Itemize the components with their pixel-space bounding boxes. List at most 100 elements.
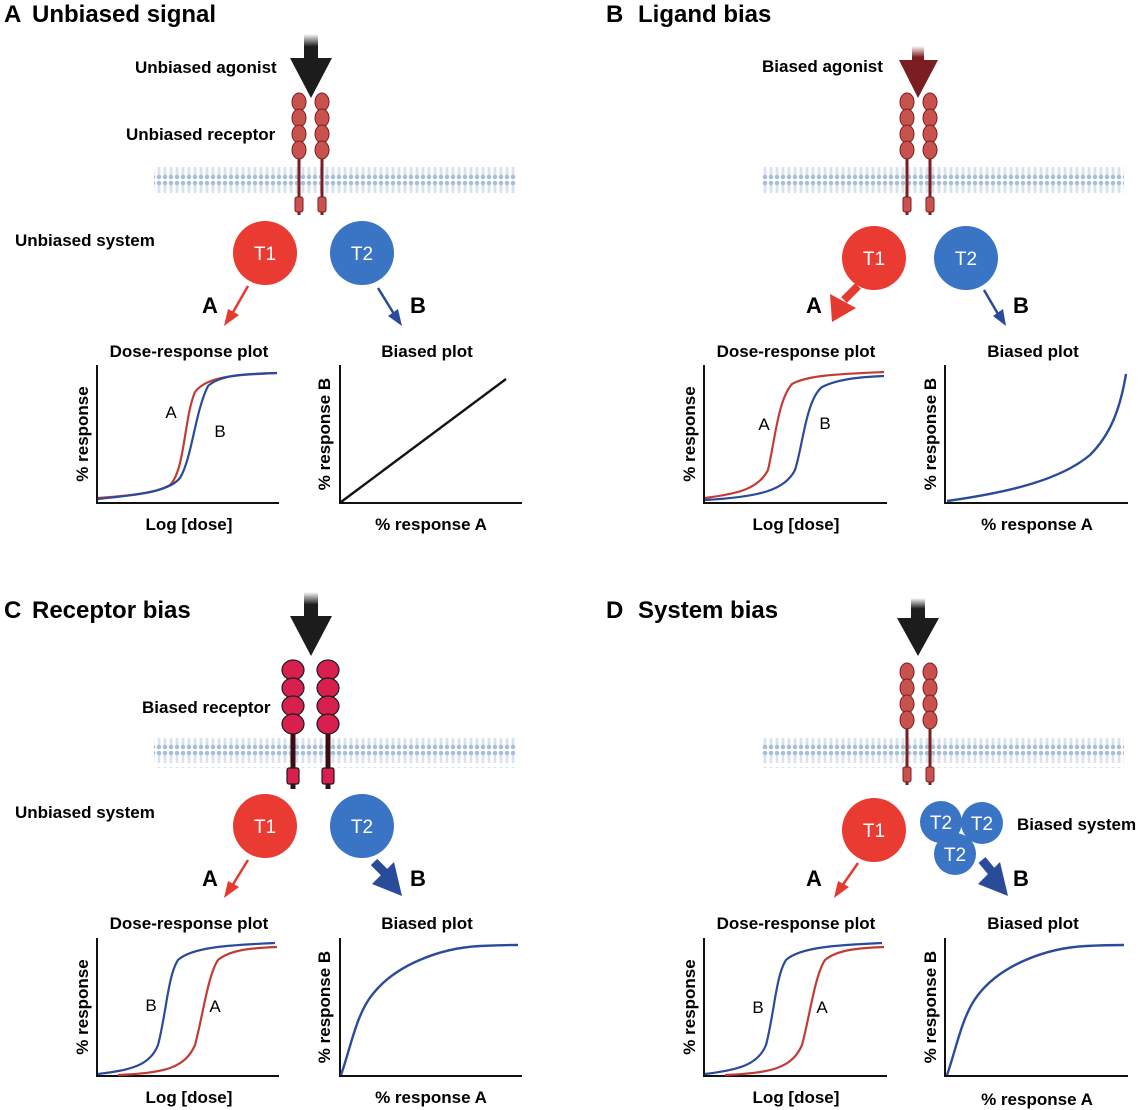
target-t2: T2 — [934, 226, 998, 290]
biased-plot: Biased plot % response A % response B — [315, 914, 522, 1107]
agonist-arrow — [290, 592, 332, 656]
pathway-b-label: B — [410, 293, 426, 318]
bias-x-label: % response A — [981, 1090, 1093, 1109]
bias-plot-title: Biased plot — [987, 914, 1079, 933]
t1-label: T1 — [254, 244, 276, 265]
bias-plot-axes — [944, 938, 1128, 1077]
bias-curve — [339, 943, 519, 1076]
system-label: Biased system — [1017, 815, 1136, 834]
dose-plot-axes — [703, 938, 887, 1077]
receptor — [899, 92, 938, 215]
pathway-b-label: B — [1013, 293, 1029, 318]
dose-plot-title: Dose-response plot — [110, 914, 269, 933]
dose-x-label: Log [dose] — [146, 515, 233, 534]
agonist-label: Biased agonist — [762, 57, 883, 76]
pathway-b-arrow — [376, 287, 402, 326]
cell-membrane — [762, 165, 1124, 195]
cell-membrane — [762, 738, 1124, 768]
system-label: Unbiased system — [15, 231, 155, 250]
bias-plot-title: Biased plot — [381, 914, 473, 933]
bias-plot-axes — [339, 365, 522, 504]
dose-x-label: Log [dose] — [146, 1088, 233, 1107]
bias-y-label: % response B — [921, 378, 940, 490]
bias-x-label: % response A — [981, 515, 1093, 534]
t2-label: T2 — [351, 817, 373, 838]
target-t1: T1 — [842, 798, 906, 862]
dose-curve-a — [724, 945, 885, 1077]
pathway-a-label: A — [806, 866, 822, 891]
bias-curve — [945, 943, 1125, 1076]
dose-plot-axes — [96, 365, 279, 504]
dose-curve-b — [97, 371, 278, 501]
t2-label: T2 — [955, 249, 977, 270]
dose-plot-axes — [703, 365, 887, 504]
t1-label: T1 — [254, 817, 276, 838]
receptor-label: Unbiased receptor — [126, 125, 276, 144]
pathway-b-label: B — [410, 866, 426, 891]
pathway-b-arrow-thick — [978, 857, 1008, 896]
agonist-arrow — [897, 598, 939, 656]
cell-membrane — [154, 738, 516, 768]
dose-plot-axes — [96, 938, 279, 1077]
dose-response-plot: Dose-response plot B A Log [dose] % resp… — [680, 914, 887, 1107]
pathway-b-arrow — [982, 289, 1006, 326]
dose-curve-b — [704, 941, 883, 1076]
dose-curve-b — [97, 941, 276, 1076]
bias-y-label: % response B — [921, 951, 940, 1063]
bias-plot-title: Biased plot — [381, 342, 473, 361]
t2-label: T2 — [971, 814, 993, 835]
biased-agonist-arrow — [899, 46, 938, 98]
dose-response-plot: Dose-response plot A B Log [dose] % resp… — [73, 342, 279, 534]
panel-title: Receptor bias — [32, 597, 191, 624]
bias-curve — [340, 378, 507, 503]
cell-membrane — [154, 165, 516, 195]
bias-plot-axes — [339, 938, 522, 1077]
receptor — [899, 662, 938, 785]
panel-title: System bias — [638, 597, 778, 624]
pathway-a-label: A — [202, 293, 218, 318]
panel-letter: D — [606, 597, 623, 624]
bias-curve — [946, 373, 1128, 503]
panel-letter: B — [606, 1, 623, 28]
dose-curve-a — [97, 371, 278, 500]
dose-x-label: Log [dose] — [753, 1088, 840, 1107]
t1-label: T1 — [863, 821, 885, 842]
panel-letter: C — [4, 597, 21, 624]
dose-curve-1-label: B — [145, 996, 156, 1015]
dose-curve-2-label: A — [816, 998, 828, 1017]
pathway-a-arrow — [224, 859, 250, 898]
unbiased-agonist-arrow — [290, 34, 332, 98]
dose-curve-a — [704, 370, 885, 500]
receptor-label: Biased receptor — [142, 698, 271, 717]
agonist-label: Unbiased agonist — [135, 58, 277, 77]
dose-curve-1-label: B — [752, 998, 763, 1017]
pathway-b-label: B — [1013, 866, 1029, 891]
biased-plot: Biased plot % response A % response B — [315, 342, 522, 534]
pathway-b-arrow-thick — [370, 858, 402, 896]
dose-curve-1-label: A — [758, 415, 770, 434]
panel-title: Ligand bias — [638, 1, 771, 28]
panel-a: A Unbiased signal Unbiased agonist Unbia… — [4, 1, 522, 534]
pathway-a-arrow-thick — [830, 283, 861, 322]
panel-b: B Ligand bias Biased agonist T1 T2 — [606, 1, 1128, 534]
target-t1: T1 — [233, 794, 297, 858]
dose-plot-title: Dose-response plot — [717, 914, 876, 933]
biased-receptor — [281, 659, 340, 789]
target-t2-cluster: T2 T2 T2 — [920, 801, 1003, 875]
t2-label: T2 — [944, 845, 966, 866]
bias-plot-title: Biased plot — [987, 342, 1079, 361]
dose-curve-a — [117, 945, 278, 1077]
dose-y-label: % response — [680, 959, 699, 1054]
dose-y-label: % response — [680, 386, 699, 481]
dose-curve-2-label: B — [214, 422, 225, 441]
bias-plot-axes — [944, 365, 1128, 504]
dose-x-label: Log [dose] — [753, 515, 840, 534]
bias-x-label: % response A — [375, 515, 487, 534]
t2-label: T2 — [351, 244, 373, 265]
panel-c: C Receptor bias Biased receptor Unbiased… — [4, 592, 522, 1107]
panel-title: Unbiased signal — [32, 1, 216, 28]
dose-y-label: % response — [73, 959, 92, 1054]
dose-plot-title: Dose-response plot — [110, 342, 269, 361]
dose-curve-2-label: B — [819, 414, 830, 433]
panel-letter: A — [4, 1, 21, 28]
